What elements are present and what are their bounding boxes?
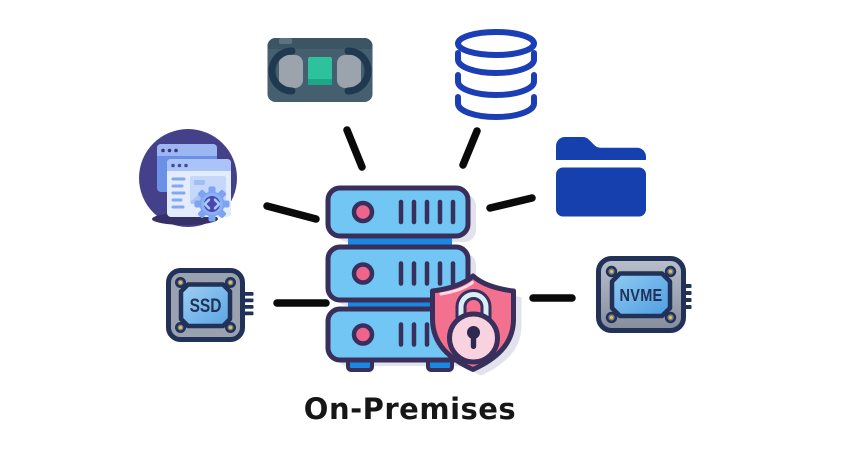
code-gear-icon	[194, 186, 230, 222]
connector-line-webapp	[263, 202, 320, 223]
vhs-top-band	[267, 38, 373, 49]
server-unit-1	[325, 185, 471, 239]
keyhole	[467, 326, 480, 339]
vhs-tape-icon	[267, 38, 373, 102]
ssd-drive-icon: SSD	[166, 268, 254, 342]
diagram-title: On-Premises	[303, 392, 517, 426]
nvme-panel	[609, 271, 673, 319]
server-vents	[398, 261, 456, 286]
database-band	[455, 94, 537, 120]
database-band	[455, 50, 537, 76]
server-led	[351, 323, 375, 346]
server-vents	[398, 199, 456, 225]
vhs-center-window	[308, 57, 332, 85]
server-led	[351, 200, 375, 224]
vhs-left-reel	[268, 47, 303, 95]
connector-line-vhs	[343, 126, 366, 171]
ssd-pins	[244, 292, 254, 316]
security-shield-icon	[430, 273, 516, 372]
nvme-label: NVME	[619, 287, 662, 305]
folder-icon	[556, 136, 646, 217]
database-top	[455, 29, 537, 58]
ssd-panel	[178, 282, 233, 329]
server-led	[351, 262, 375, 285]
nvme-drive-icon: NVME	[596, 256, 692, 333]
vhs-top-notch	[279, 38, 292, 44]
browser-windows-gear-icon	[139, 129, 237, 227]
folder-tab	[556, 136, 646, 160]
connector-line-folder	[486, 194, 536, 212]
server-rack-shield-lock-icon	[325, 185, 522, 376]
ssd-label: SSD	[190, 294, 222, 316]
server-vents	[398, 322, 430, 347]
vhs-right-reel	[337, 47, 372, 95]
database-band	[455, 72, 537, 98]
padlock-icon	[447, 289, 500, 365]
nvme-screws	[605, 265, 677, 324]
connector-line-database	[459, 127, 481, 169]
ssd-screws	[174, 276, 237, 333]
keyhole-stem	[470, 335, 477, 349]
database-icon	[455, 29, 537, 120]
folder-body	[556, 167, 646, 217]
server-unit-2	[325, 244, 471, 303]
